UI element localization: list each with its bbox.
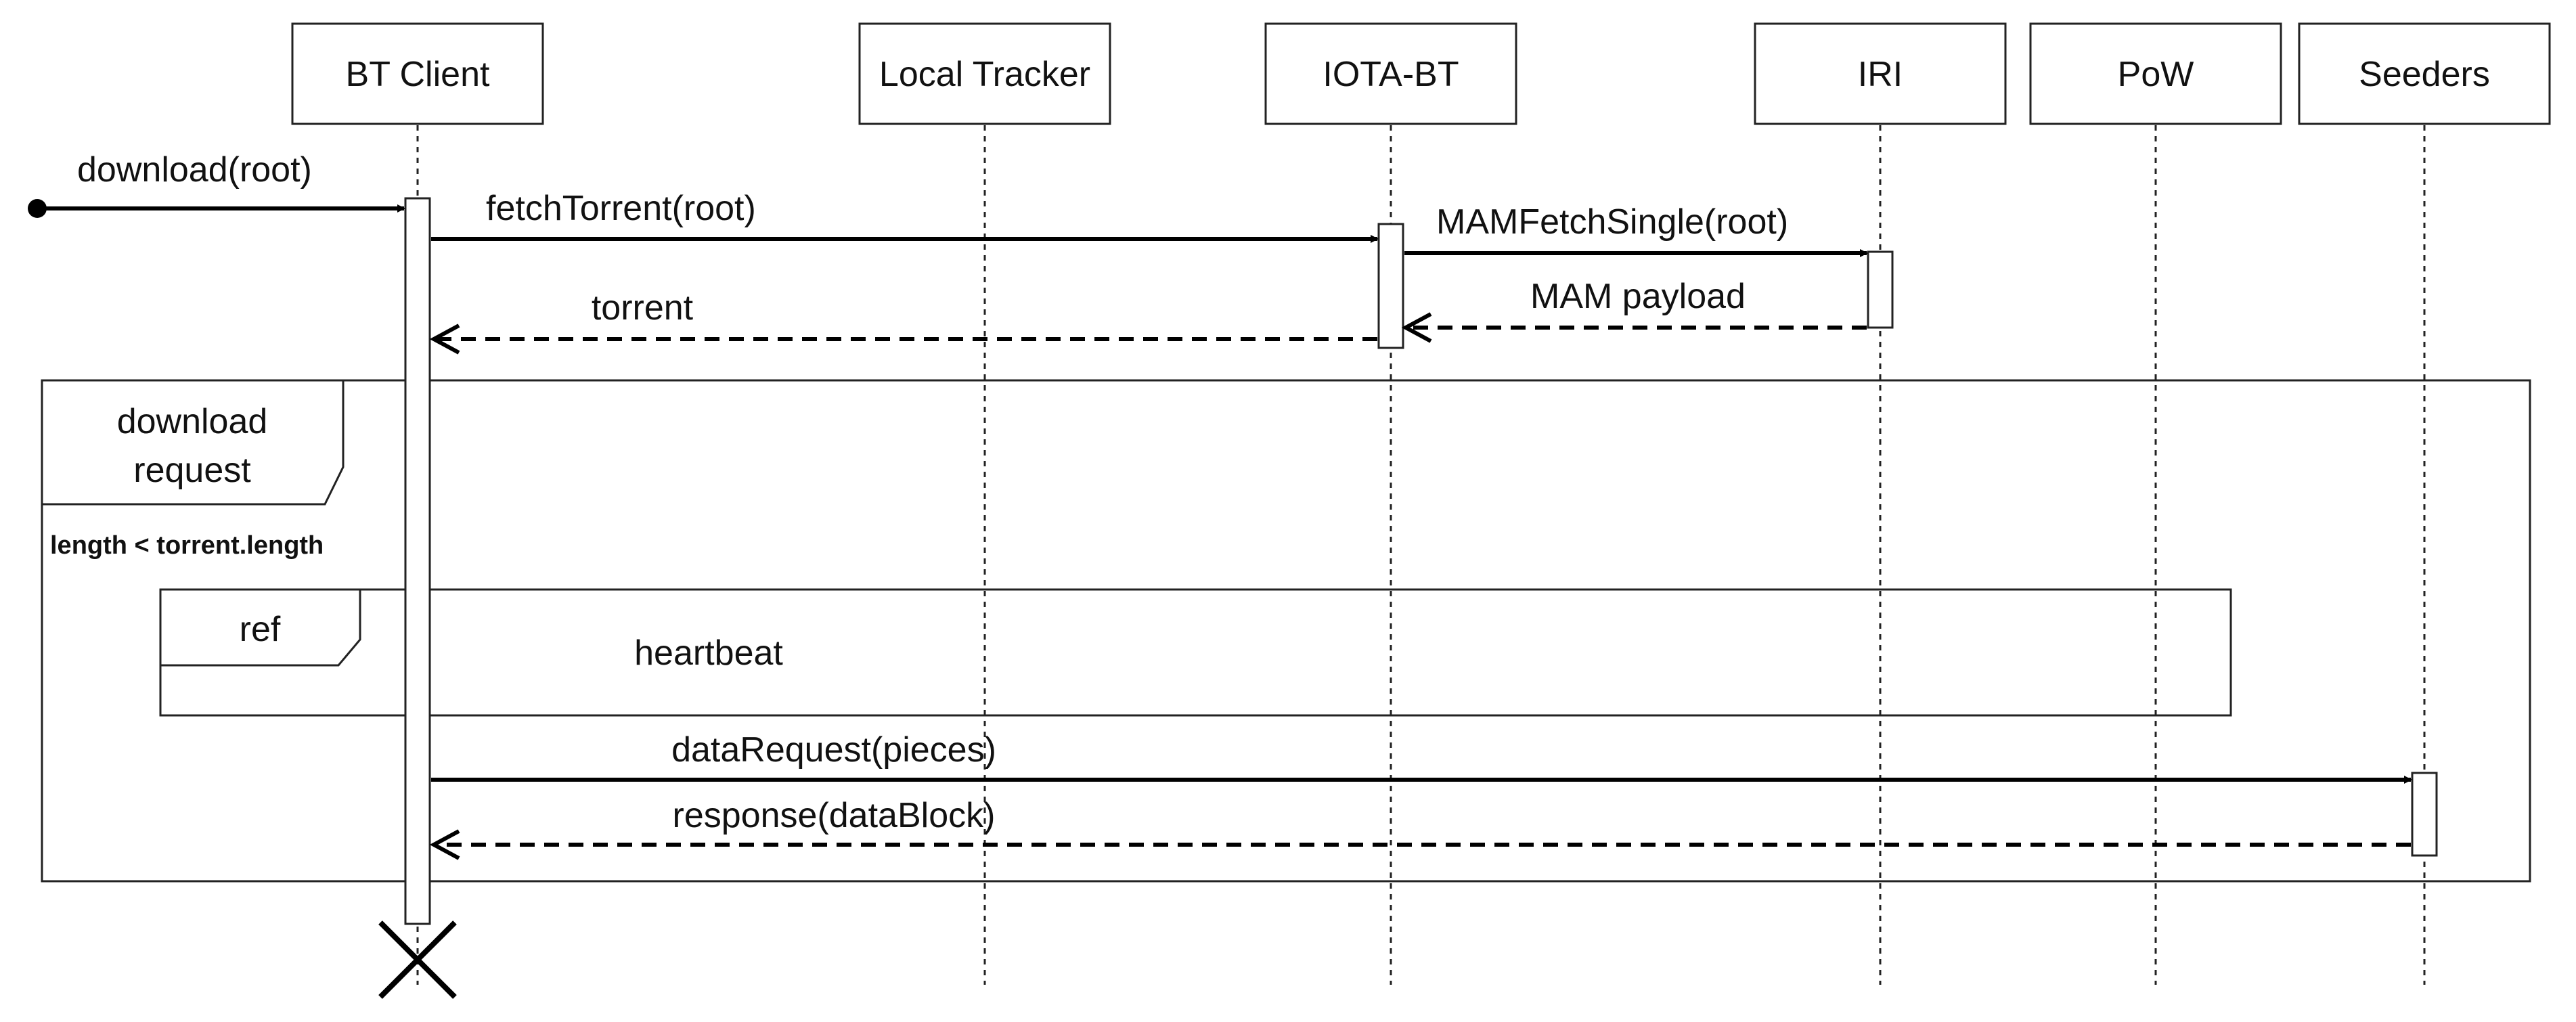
participant-pow: PoW [2029, 22, 2282, 125]
message-mam-fetch-single: MAMFetchSingle(root) [1404, 202, 1868, 257]
participant-label: IOTA-BT [1323, 55, 1459, 94]
participant-label: IRI [1858, 55, 1903, 94]
activation-iri [1867, 250, 1894, 329]
message-label: MAMFetchSingle(root) [1436, 202, 1788, 242]
message-label: response(dataBlock) [673, 796, 996, 835]
loop-fragment-tab [42, 380, 345, 506]
start-dot [28, 199, 47, 218]
open-arrowhead [1401, 312, 1432, 343]
message-mam-payload: MAM payload [1401, 277, 1867, 343]
participant-iri: IRI [1754, 22, 2007, 125]
message-label: torrent [592, 288, 694, 328]
activation-iota-bt [1377, 223, 1404, 349]
message-label: fetchTorrent(root) [486, 189, 756, 228]
activation-bt-client [404, 197, 431, 925]
activation-seeders [2411, 772, 2438, 857]
message-response: response(dataBlock) [429, 796, 2411, 860]
loop-guard: length < torrent.length [50, 531, 324, 560]
open-arrowhead [429, 829, 460, 860]
activations [404, 197, 2438, 925]
participant-label: BT Client [346, 55, 490, 94]
destruction-x-icon [378, 920, 457, 999]
loop-fragment: download request length < torrent.length [41, 379, 2531, 883]
loop-fragment-label: request [133, 451, 251, 490]
open-arrowhead [429, 324, 460, 355]
message-torrent: torrent [429, 288, 1377, 355]
participant-label: Seeders [2359, 55, 2490, 94]
message-label: dataRequest(pieces) [671, 730, 996, 770]
ref-fragment-tab [160, 590, 361, 667]
message-label: MAM payload [1530, 277, 1746, 316]
participant-label: Local Tracker [879, 55, 1090, 94]
message-download: download(root) [28, 150, 405, 218]
loop-fragment-label: download [117, 402, 268, 441]
participant-iota-bt: IOTA-BT [1264, 22, 1517, 125]
participant-bt-client: BT Client [291, 22, 544, 125]
participant-label: PoW [2118, 55, 2194, 94]
ref-fragment: ref heartbeat [159, 588, 2232, 717]
ref-fragment-text: heartbeat [634, 634, 783, 673]
message-fetch-torrent: fetchTorrent(root) [431, 189, 1379, 243]
participant-local-tracker: Local Tracker [858, 22, 1111, 125]
participant-seeders: Seeders [2298, 22, 2551, 125]
ref-fragment-label: ref [240, 610, 281, 649]
message-data-request: dataRequest(pieces) [431, 730, 2412, 784]
message-label: download(root) [77, 150, 312, 190]
